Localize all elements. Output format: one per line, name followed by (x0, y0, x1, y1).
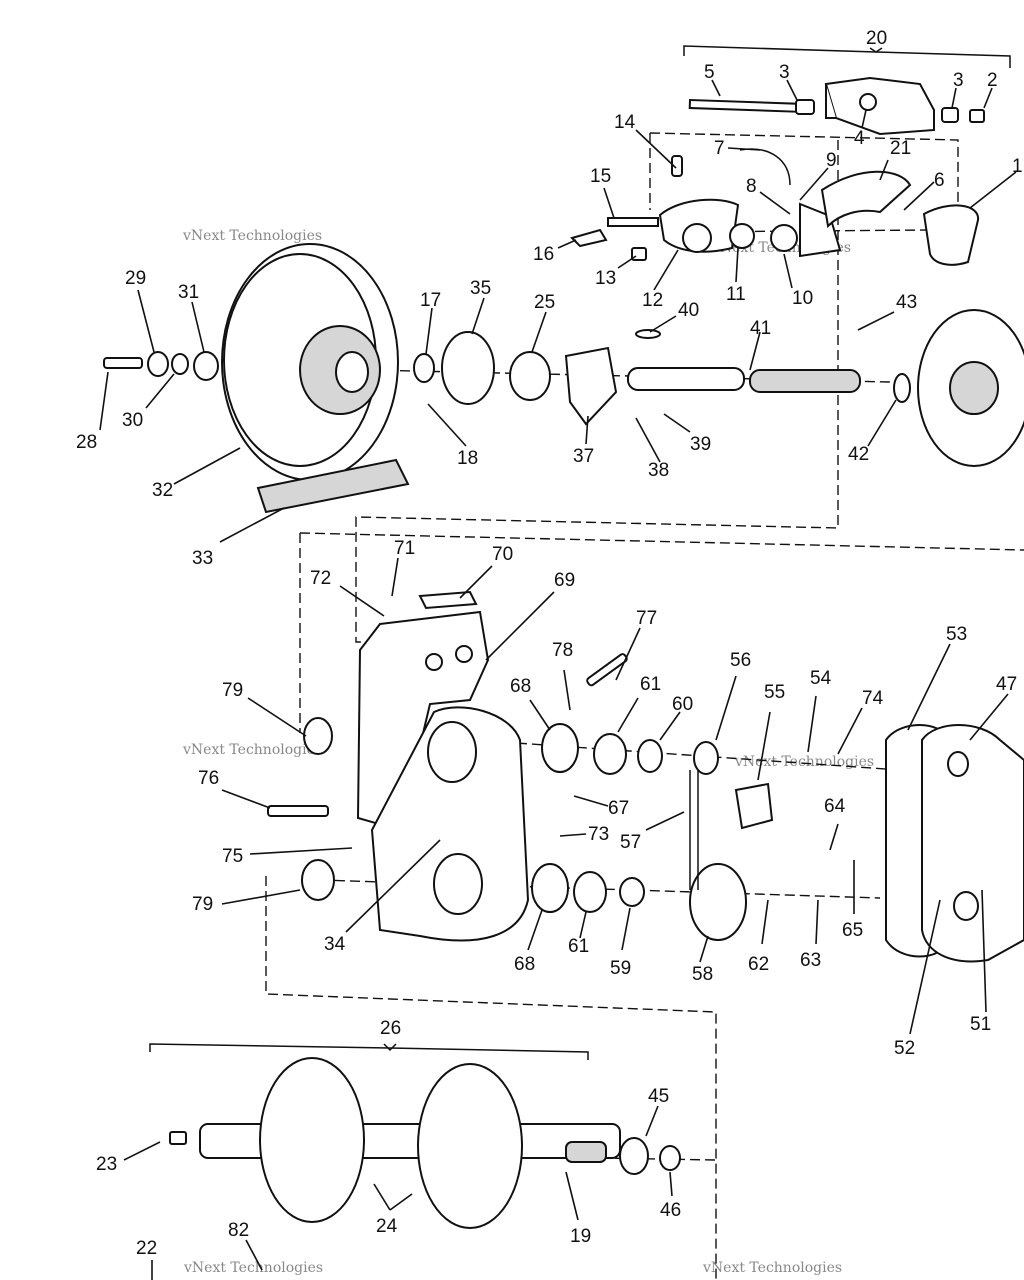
callout-64: 64 (824, 796, 846, 817)
callout-32: 32 (152, 480, 173, 501)
callout-35: 35 (470, 278, 491, 299)
callout-79: 79 (222, 680, 243, 701)
callout-26: 26 (380, 1018, 401, 1039)
callout-68: 68 (510, 676, 531, 697)
bracket-assembly-20 (683, 45, 1011, 136)
callout-12: 12 (642, 290, 663, 311)
callout-52: 52 (894, 1038, 915, 1059)
brake-caliper-assembly (570, 148, 980, 266)
callout-61: 61 (640, 674, 661, 695)
callout-41: 41 (750, 318, 771, 339)
chaincase-cover-47 (885, 724, 1024, 963)
callout-69: 69 (554, 570, 575, 591)
callout-14: 14 (614, 112, 636, 133)
callout-56: 56 (730, 650, 751, 671)
callout-33: 33 (192, 548, 213, 569)
callout-3: 3 (779, 62, 790, 83)
callout-9: 9 (826, 150, 837, 171)
callout-8: 8 (746, 176, 757, 197)
callout-59: 59 (610, 958, 631, 979)
callout-2: 2 (987, 70, 998, 91)
callout-72: 72 (310, 568, 331, 589)
callout-23: 23 (96, 1154, 117, 1175)
callout-11: 11 (726, 284, 746, 305)
drive-axle-assembly-26 (149, 1043, 681, 1229)
callout-34: 34 (324, 934, 346, 955)
callout-19: 19 (570, 1226, 591, 1247)
callout-31: 31 (178, 282, 199, 303)
callout-30: 30 (122, 410, 143, 431)
callout-78: 78 (552, 640, 573, 661)
callout-76: 76 (198, 768, 219, 789)
callout-65: 65 (842, 920, 863, 941)
callout-53: 53 (946, 624, 967, 645)
callout-16: 16 (533, 244, 554, 265)
callout-82: 82 (228, 1220, 249, 1241)
callout-18: 18 (457, 448, 478, 469)
callout-10: 10 (792, 288, 813, 309)
callout-3-second: 3 (953, 70, 964, 91)
chaincase-housing-69 (267, 590, 774, 942)
callout-40: 40 (678, 300, 699, 321)
callout-17: 17 (420, 290, 441, 311)
watermark-top-left: vNext Technologies (182, 228, 322, 244)
watermark-bottom-right: vNext Technologies (702, 1260, 842, 1276)
callout-68-second: 68 (514, 954, 535, 975)
callout-37: 37 (573, 446, 594, 467)
callout-73: 73 (588, 824, 609, 845)
callout-54: 54 (810, 668, 832, 689)
callout-42: 42 (848, 444, 869, 465)
callout-75: 75 (222, 846, 243, 867)
callout-45: 45 (648, 1086, 669, 1107)
callout-22: 22 (136, 1238, 157, 1259)
callout-74: 74 (862, 688, 884, 709)
callout-77: 77 (636, 608, 657, 629)
callout-79-second: 79 (192, 894, 213, 915)
callout-7: 7 (714, 138, 725, 159)
callout-6: 6 (934, 170, 945, 191)
driven-pulley-32 (103, 243, 1024, 514)
callout-20: 20 (866, 28, 887, 49)
callout-70: 70 (492, 544, 513, 565)
callout-67: 67 (608, 798, 629, 819)
callout-55: 55 (764, 682, 785, 703)
callout-47: 47 (996, 674, 1017, 695)
watermark-mid-right: vNext Technologies (734, 754, 874, 770)
callout-61-second: 61 (568, 936, 589, 957)
callout-25: 25 (534, 292, 555, 313)
callout-46: 46 (660, 1200, 681, 1221)
callout-1: 1 (1012, 156, 1023, 177)
callout-15: 15 (590, 166, 611, 187)
callout-21: 21 (890, 138, 911, 159)
callout-71: 71 (394, 538, 415, 559)
callout-29: 29 (125, 268, 146, 289)
callout-58: 58 (692, 964, 713, 985)
leader-lines (99, 79, 1017, 1280)
callout-51: 51 (970, 1014, 991, 1035)
callout-57: 57 (620, 832, 641, 853)
callout-62: 62 (748, 954, 769, 975)
watermark-mid-left: vNext Technologies (182, 742, 322, 758)
watermark-bottom-left: vNext Technologies (183, 1260, 323, 1276)
callout-4: 4 (854, 128, 865, 149)
callout-13: 13 (595, 268, 616, 289)
callout-39: 39 (690, 434, 711, 455)
callout-5: 5 (704, 62, 715, 83)
callout-28: 28 (76, 432, 97, 453)
callout-60: 60 (672, 694, 693, 715)
callout-43: 43 (896, 292, 917, 313)
callout-38: 38 (648, 460, 669, 481)
callout-63: 63 (800, 950, 821, 971)
callout-numbers: 20 5 3 3 2 4 14 7 9 21 1 15 8 6 16 13 12… (76, 28, 1023, 1259)
callout-24: 24 (376, 1216, 398, 1237)
